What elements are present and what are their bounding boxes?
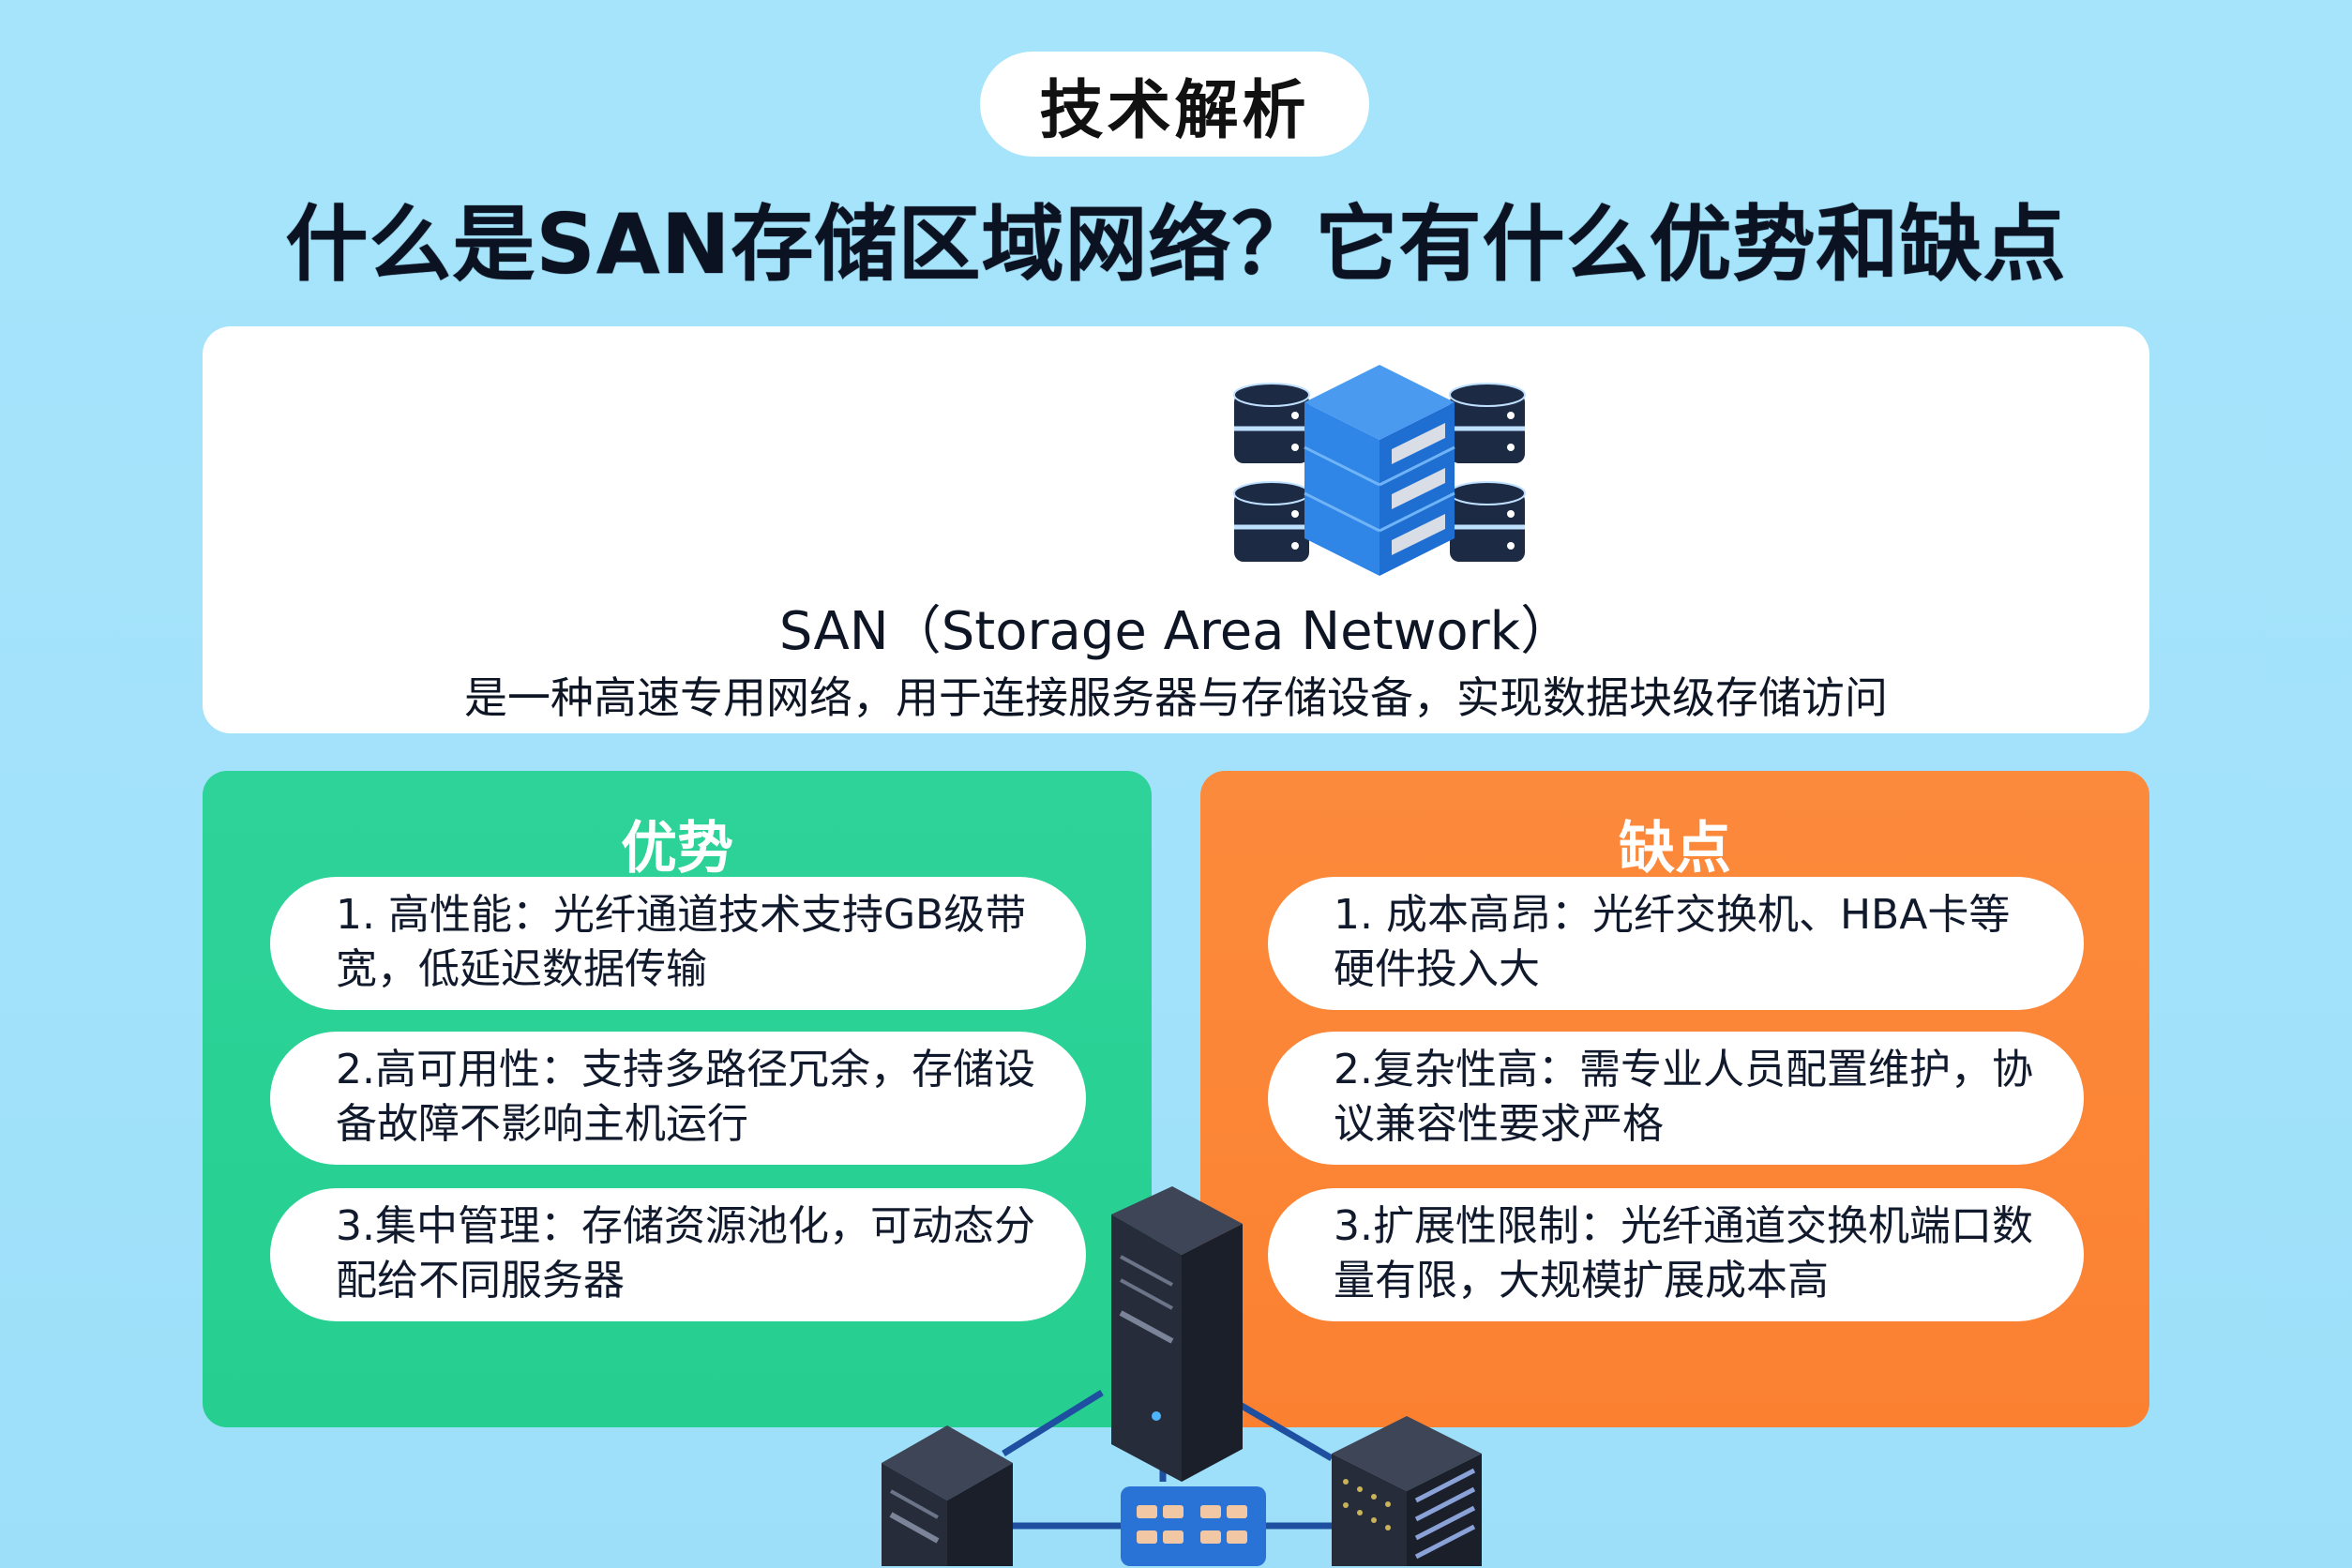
disk-icon bbox=[1449, 481, 1526, 562]
san-description: 是一种高速专用网络，用于连接服务器与存储设备，实现数据块级存储访问 bbox=[464, 672, 1888, 723]
switch-icon bbox=[1121, 1486, 1266, 1566]
pros-title: 优势 bbox=[621, 816, 733, 882]
pros-item: 1. 高性能：光纤通道技术支持GB级带宽，低延迟数据传输 bbox=[270, 877, 1086, 1010]
intro-card: SAN（Storage Area Network） 是一种高速专用网络，用于连接… bbox=[203, 326, 2149, 733]
cons-item: 3.扩展性限制：光纤通道交换机端口数量有限，大规模扩展成本高 bbox=[1268, 1188, 2084, 1321]
storage-array-icon bbox=[1233, 365, 1526, 576]
cons-item: 1. 成本高昂：光纤交换机、HBA卡等硬件投入大 bbox=[1268, 877, 2084, 1010]
san-name: SAN（Storage Area Network） bbox=[778, 601, 1574, 662]
pros-panel: 优势 1. 高性能：光纤通道技术支持GB级带宽，低延迟数据传输 2.高可用性：支… bbox=[203, 771, 1152, 1427]
page-title: 什么是SAN存储区域网络？它有什么优势和缺点 bbox=[285, 196, 2067, 293]
server-rack-icon bbox=[1332, 1416, 1482, 1566]
pros-item: 2.高可用性：支持多路径冗余，存储设备故障不影响主机运行 bbox=[270, 1032, 1086, 1165]
server-tower-icon bbox=[1111, 1186, 1243, 1482]
cons-panel: 缺点 1. 成本高昂：光纤交换机、HBA卡等硬件投入大 2.复杂性高：需专业人员… bbox=[1200, 771, 2149, 1427]
disk-icon bbox=[1233, 481, 1310, 562]
storage-server-icon bbox=[1304, 365, 1455, 576]
disk-icon bbox=[1449, 383, 1526, 463]
cons-title: 缺点 bbox=[1619, 816, 1731, 882]
network-illustration bbox=[882, 1186, 1482, 1566]
pros-item: 3.集中管理：存储资源池化，可动态分配给不同服务器 bbox=[270, 1188, 1086, 1321]
server-tower-icon bbox=[882, 1425, 1013, 1566]
cons-item: 2.复杂性高：需专业人员配置维护，协议兼容性要求严格 bbox=[1268, 1032, 2084, 1165]
badge-label: 技术解析 bbox=[1039, 73, 1310, 148]
section-badge: 技术解析 bbox=[980, 52, 1369, 157]
disk-icon bbox=[1233, 383, 1310, 463]
